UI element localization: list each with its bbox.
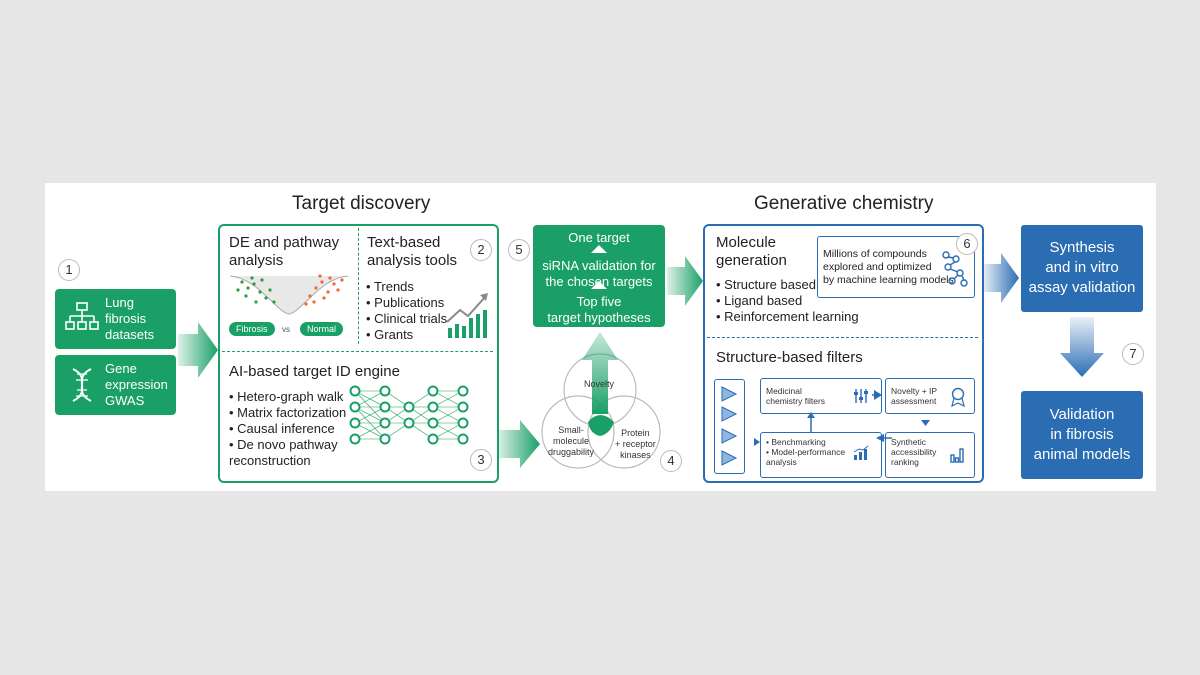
synthesis-validation-box: Synthesis and in vitro assay validation	[1021, 225, 1143, 312]
molecule-generation-item: Ligand based	[716, 293, 859, 309]
benchmarking-label: • Benchmarking • Model-performance analy…	[766, 437, 845, 467]
compounds-callout-text: Millions of compounds explored and optim…	[823, 248, 954, 286]
benchmarking-item: • Model-performance analysis	[766, 447, 846, 467]
novelty-ip-label: Novelty + IP assessment	[891, 386, 938, 406]
input-gene-expression-gwas: Gene expression GWAS	[55, 355, 176, 415]
arrow-right-icon	[667, 256, 703, 306]
venn-kinases-label: Protein + receptor kinases	[615, 428, 656, 460]
fibrosis-pill: Fibrosis	[229, 322, 275, 336]
step-6-badge: 6	[956, 233, 978, 255]
triangle-up-icon	[591, 245, 607, 253]
benchmarking-box: • Benchmarking • Model-performance analy…	[760, 432, 882, 478]
input-label: Lung fibrosis datasets	[105, 295, 155, 342]
text-tools-item: Grants	[366, 327, 447, 343]
text-tools-item: Clinical trials	[366, 311, 447, 327]
filter-funnel-stack	[714, 379, 745, 474]
venn-novelty-label: Novelty	[584, 379, 615, 389]
ai-engine-item: Causal inference	[229, 421, 346, 437]
benchmarking-item: • Benchmarking	[766, 437, 826, 447]
divider	[707, 337, 978, 338]
step-5-badge: 5	[508, 239, 530, 261]
venn-diagram	[541, 332, 661, 469]
text-tools-list: Trends Publications Clinical trials Gran…	[366, 279, 447, 343]
synthetic-accessibility-label: Synthetic accessibility ranking	[891, 437, 937, 467]
performance-chart-icon	[853, 445, 869, 460]
step-3-badge: 3	[470, 449, 492, 471]
ai-engine-item: De novo pathway reconstruction	[229, 437, 346, 469]
sliders-icon	[854, 389, 868, 403]
input-lung-fibrosis-datasets: Lung fibrosis datasets	[55, 289, 176, 349]
normal-pill: Normal	[300, 322, 344, 336]
step-4-badge: 4	[660, 450, 682, 472]
compounds-callout: Millions of compounds explored and optim…	[817, 236, 975, 298]
molecule-icon	[942, 251, 968, 287]
neural-network-icon	[349, 385, 469, 445]
dna-icon	[72, 368, 92, 402]
arrow-right-icon	[178, 322, 218, 378]
hierarchy-icon	[65, 302, 99, 330]
novelty-ip-box: Novelty + IP assessment	[885, 378, 975, 414]
step-1-badge: 1	[58, 259, 80, 281]
text-tools-title: Text-based analysis tools	[367, 234, 458, 269]
venn-druggability-label: Small- molecule druggability	[548, 425, 595, 457]
model-performance-text: Model-performance analysis	[766, 447, 846, 467]
section-title-target-discovery: Target discovery	[292, 193, 431, 214]
synthetic-accessibility-box: Synthetic accessibility ranking	[885, 432, 975, 478]
section-title-generative-chemistry: Generative chemistry	[754, 193, 934, 214]
arrow-right-icon	[498, 420, 540, 468]
benchmarking-text: Benchmarking	[771, 437, 826, 447]
target-hypotheses-box: One target siRNA validation for the chos…	[533, 225, 665, 327]
award-icon	[951, 387, 965, 407]
medchem-filters-box: Medicinal chemistry filters	[760, 378, 882, 414]
vs-label: vs	[282, 325, 290, 334]
molecule-generation-item: Reinforcement learning	[716, 309, 858, 325]
filter-flow-arrows	[754, 390, 930, 446]
molecule-generation-item: Structure based	[716, 277, 859, 293]
filter-funnel-icon	[721, 386, 738, 466]
step-7-badge: 7	[1122, 343, 1144, 365]
step-2-badge: 2	[470, 239, 492, 261]
generative-chemistry-frame	[703, 224, 984, 483]
molecule-generation-list: Structure based Ligand based Reinforceme…	[716, 277, 859, 325]
input-label: Gene expression GWAS	[105, 361, 168, 408]
de-analysis-title: DE and pathway analysis	[229, 234, 340, 269]
ai-engine-list: Hetero-graph walk Matrix factorization C…	[229, 389, 346, 469]
molecule-generation-title: Molecule generation	[716, 234, 787, 269]
ai-engine-title: AI-based target ID engine	[229, 363, 400, 380]
divider	[222, 351, 493, 352]
structure-filters-title: Structure-based filters	[716, 349, 863, 366]
text-tools-item: Trends	[366, 279, 447, 295]
divider	[358, 228, 359, 344]
synthesis-validation-label: Synthesis and in vitro assay validation	[1028, 239, 1136, 296]
volcano-plot-icon	[229, 274, 349, 315]
animal-validation-box: Validation in fibrosis animal models	[1021, 391, 1143, 479]
text-tools-item: Publications	[366, 295, 447, 311]
ranking-icon	[950, 448, 964, 463]
triangle-up-icon	[591, 281, 607, 289]
one-target-label: One target	[568, 230, 630, 245]
ai-engine-item: Matrix factorization	[229, 405, 346, 421]
ai-engine-item: Hetero-graph walk	[229, 389, 346, 405]
arrow-down-icon	[1060, 317, 1104, 377]
target-discovery-frame	[218, 224, 499, 483]
animal-validation-label: Validation in fibrosis animal models	[1033, 406, 1131, 463]
arrow-right-icon	[983, 253, 1019, 303]
medchem-filters-label: Medicinal chemistry filters	[766, 386, 826, 406]
top-five-label: Top five target hypotheses	[547, 294, 651, 325]
bar-chart-trend-icon	[446, 293, 488, 338]
